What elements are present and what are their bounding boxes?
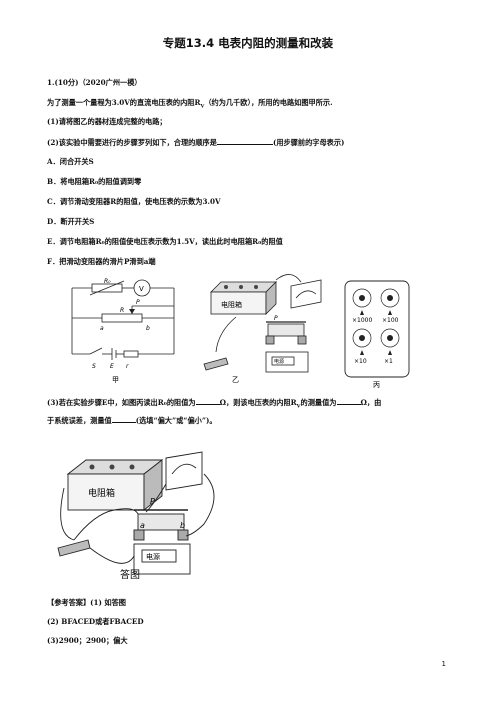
apparatus-figure-yi: 电阻箱 P 电源 乙 [203, 274, 322, 384]
figure-caption-bing: 丙 [373, 381, 380, 389]
answer-header: 【参考答案】(1) 如答图 [47, 598, 126, 607]
page-title: 专题13.4 电表内阻的测量和改装 [162, 36, 334, 50]
page-number: 1 [441, 660, 446, 668]
slider-label-p: P [274, 315, 278, 322]
answer-blank [216, 137, 273, 145]
label-r0: R₀ [104, 278, 111, 285]
dial-label-1000: ×1000 [352, 317, 372, 324]
step-c: C．调节滑动变阻器R的阻值，使电压表的示数为3.0V [47, 197, 221, 206]
dial-label-1: ×1 [384, 358, 393, 365]
resistance-box-dials-bing: ×1000 ×100 ×10 ×1 丙 [344, 280, 410, 389]
label-s: S [92, 363, 96, 370]
step-e: E．调节电阻箱R₀的阻值使电压表示数为1.5V，读出此时电阻箱R₀的阻值 [47, 237, 283, 246]
circuit-diagram-jia: R₀ V R P a b S E r 甲 [71, 278, 175, 384]
part-2: (2)该实验中需要进行的步骤罗列如下，合理的顺序是(用步骤前的字母表示) [47, 137, 345, 147]
dial-label-10: ×10 [354, 358, 367, 365]
figure-caption-jia: 甲 [112, 376, 119, 384]
label-v: V [139, 285, 144, 293]
answer-blank [336, 397, 361, 405]
label-p: P [136, 299, 140, 306]
label-b: b [146, 325, 150, 332]
step-d: D．断开开关S [47, 217, 95, 226]
answer-blank [111, 415, 136, 423]
answer-blank [195, 397, 220, 405]
rheostat-arrow [89, 280, 125, 296]
part-3-line-2: 于系统误差，测量值(选填“偏大”或“偏小”)。 [47, 415, 217, 425]
answer-figure-caption: 答图 [120, 568, 140, 581]
answer-figure: 电阻箱 P a b 电源 答图 [57, 451, 215, 581]
part-1: (1)请将图乙的器材连成完整的电路； [47, 117, 167, 126]
step-a: A．闭合开关S [47, 157, 94, 166]
dial-label-100: ×100 [382, 317, 399, 324]
step-b: B．将电阻箱R₀的阻值调到零 [47, 177, 142, 186]
answer-line-2: (2) BFACED或者FBACED [47, 617, 144, 626]
label-r: R [120, 307, 124, 314]
answer-battery-label: 电源 [146, 552, 160, 561]
label-e: E [110, 363, 114, 370]
question-header: 1.(10分)（2020广州一模） [47, 78, 142, 87]
label-r-internal: r [126, 363, 129, 370]
answer-line-3: (3)2900；2900；偏大 [47, 636, 128, 645]
resistance-box-label: 电阻箱 [221, 300, 242, 309]
answer-box-label: 电阻箱 [88, 487, 115, 499]
battery-label: 电源 [274, 358, 284, 365]
answer-label-p: P [150, 497, 155, 506]
answer-label-b: b [180, 521, 185, 530]
question-stem: 为了测量一个量程为3.0V的直流电压表的内阻RV（约为几千欧），所用的电路如图甲… [47, 98, 333, 110]
step-f: F．把滑动变阻器的滑片P滑到a端 [47, 257, 156, 266]
label-a: a [100, 325, 104, 332]
answer-label-a: a [140, 521, 145, 530]
figure-caption-yi: 乙 [232, 376, 239, 384]
